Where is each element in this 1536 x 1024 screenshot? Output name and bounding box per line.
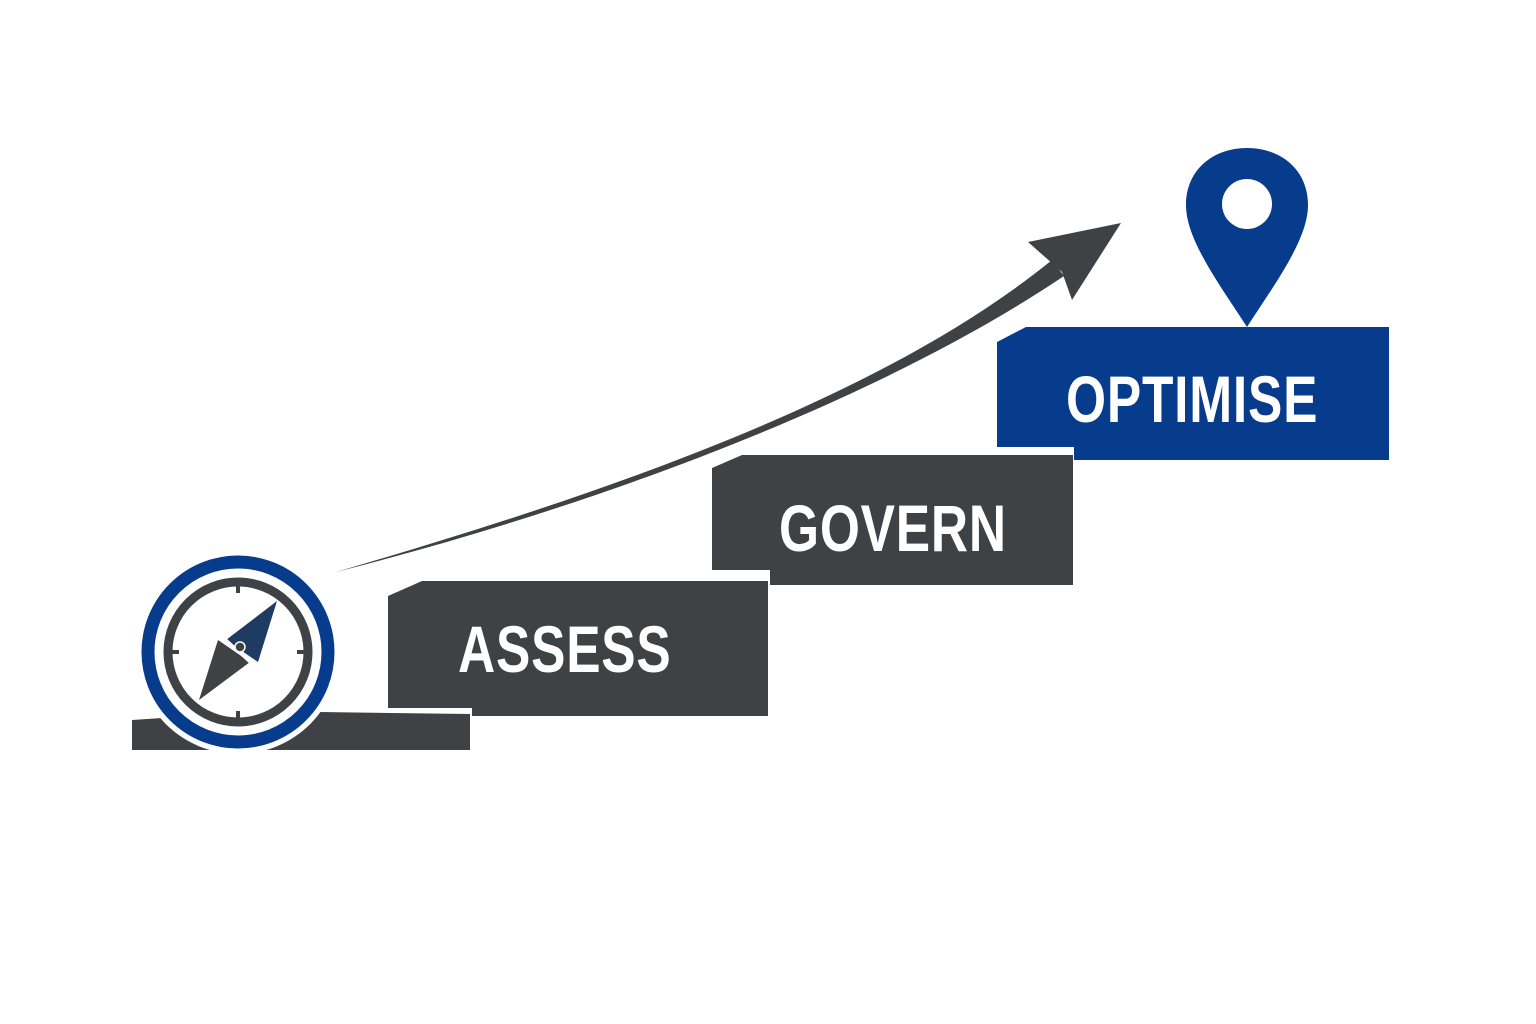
optimise-label: OPTIMISE <box>1066 362 1319 436</box>
location-pin-icon <box>1186 148 1308 327</box>
govern-label: GOVERN <box>779 491 1007 565</box>
assess-label: ASSESS <box>458 612 672 686</box>
compass-icon <box>136 550 340 754</box>
govern-step <box>712 455 1073 585</box>
trend-arrow-icon <box>336 223 1121 572</box>
optimise-step <box>997 327 1389 460</box>
assess-step <box>388 581 768 716</box>
